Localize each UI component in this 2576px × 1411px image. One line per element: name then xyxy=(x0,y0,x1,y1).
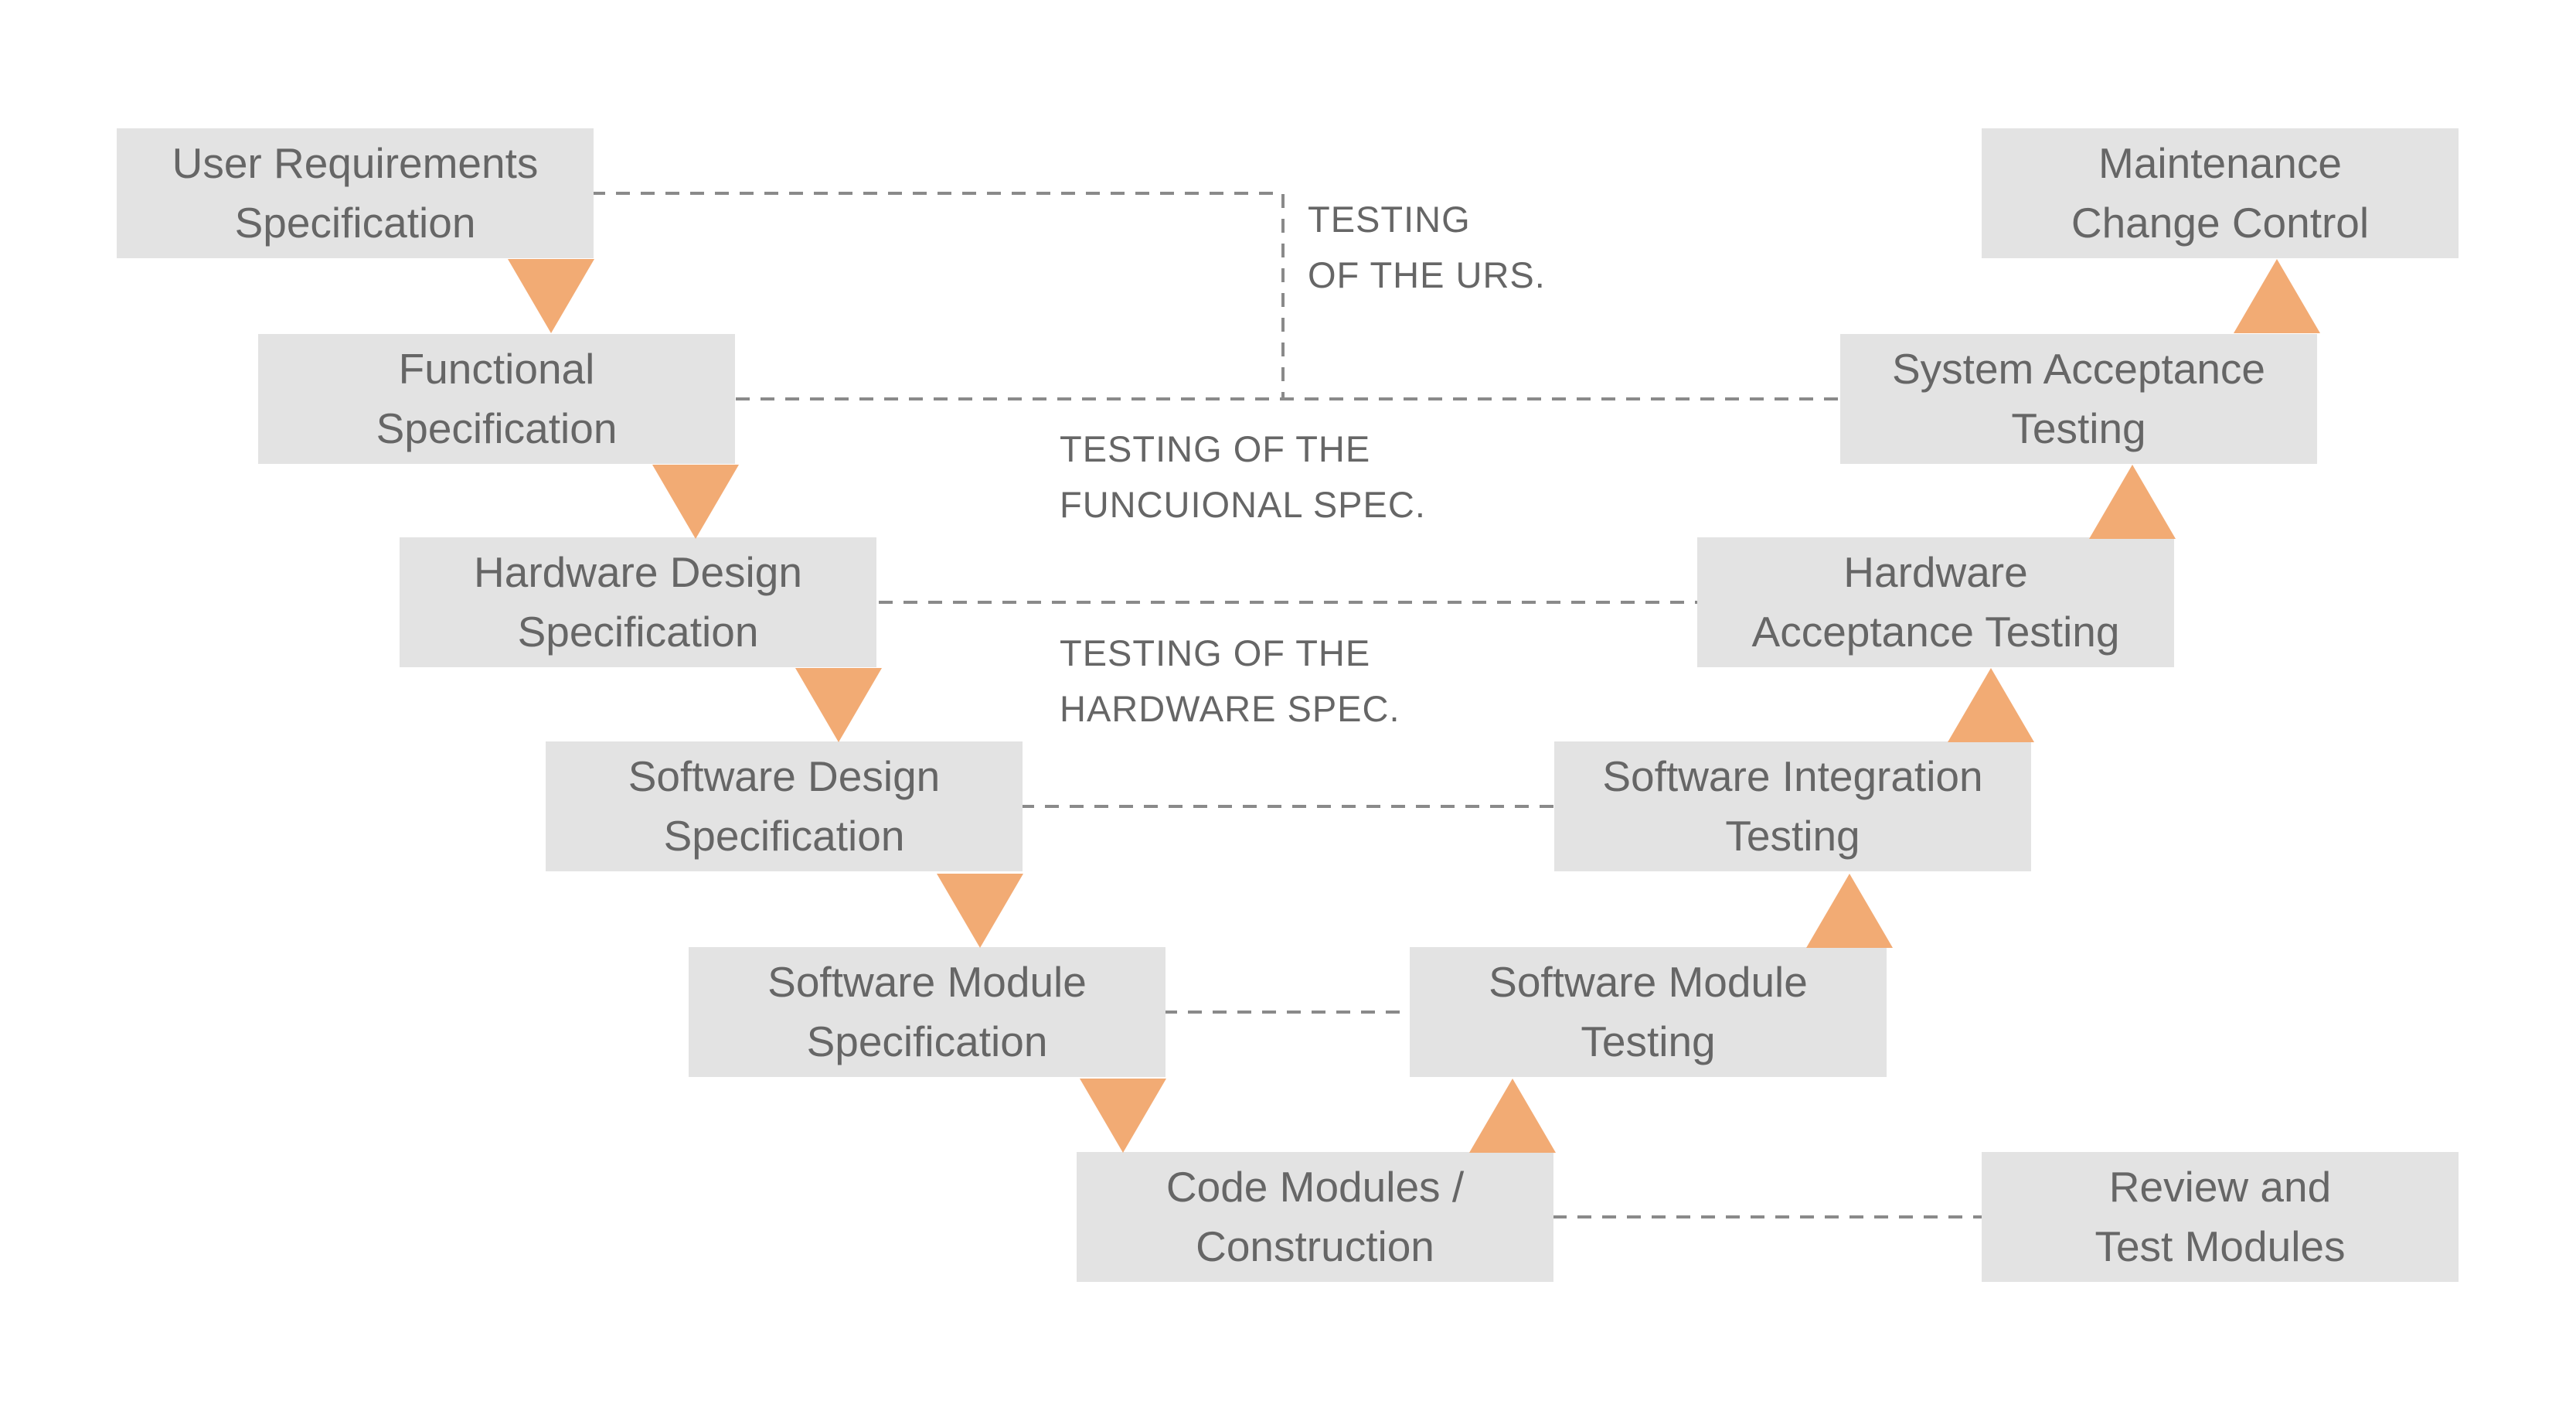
arrow-up-icon xyxy=(1948,668,2034,742)
arrow-down-icon xyxy=(795,668,882,742)
node-functional-specification: Functional Specification xyxy=(258,334,735,464)
node-software-design-specification: Software Design Specification xyxy=(546,741,1023,871)
node-maintenance-change-control: Maintenance Change Control xyxy=(1982,128,2459,258)
node-review-and-test-modules: Review and Test Modules xyxy=(1982,1152,2459,1282)
node-system-acceptance-testing: System Acceptance Testing xyxy=(1840,334,2317,464)
connector-urs-testing xyxy=(591,192,1285,399)
node-software-module-testing: Software Module Testing xyxy=(1410,947,1887,1077)
arrow-down-icon xyxy=(652,465,739,539)
node-user-requirements-specification: User Requirements Specification xyxy=(117,128,594,258)
label-testing-of-functional-spec: TESTING OF THE FUNCUIONAL SPEC. xyxy=(1060,428,1426,525)
node-hardware-design-specification: Hardware Design Specification xyxy=(400,537,876,667)
arrow-up-icon xyxy=(1469,1079,1556,1153)
arrow-up-icon xyxy=(1806,874,1893,948)
arrow-up-icon xyxy=(2234,259,2320,333)
node-code-modules-construction: Code Modules / Construction xyxy=(1077,1152,1553,1282)
label-testing-of-the-urs: TESTING OF THE URS. xyxy=(1308,199,1546,295)
arrow-down-icon xyxy=(508,259,594,333)
node-software-integration-testing: Software Integration Testing xyxy=(1554,741,2031,871)
label-testing-of-hardware-spec: TESTING OF THE HARDWARE SPEC. xyxy=(1060,632,1400,729)
node-hardware-acceptance-testing: Hardware Acceptance Testing xyxy=(1697,537,2174,667)
arrow-down-icon xyxy=(1080,1079,1166,1153)
arrow-down-icon xyxy=(937,874,1023,948)
node-software-module-specification: Software Module Specification xyxy=(689,947,1165,1077)
arrow-up-icon xyxy=(2089,465,2176,539)
